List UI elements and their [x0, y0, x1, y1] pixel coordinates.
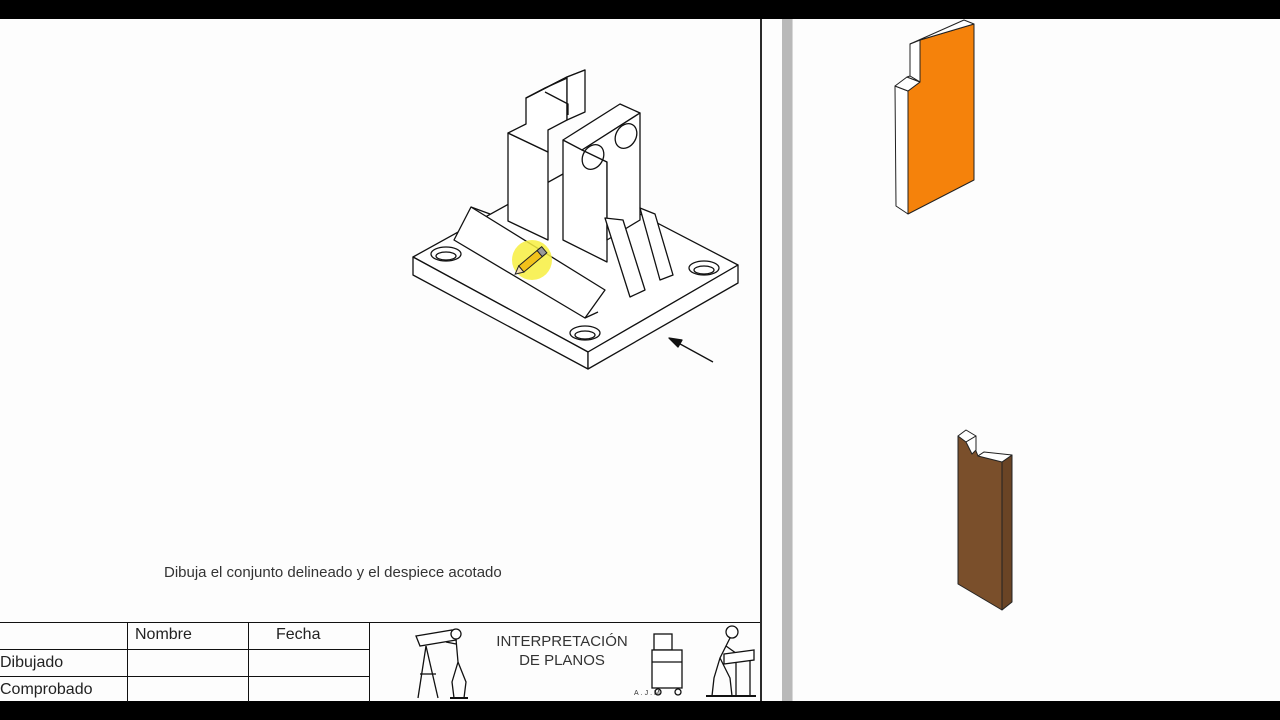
- base-plate-right-face: [587, 264, 739, 370]
- orange-part-side: [894, 85, 909, 215]
- orange-part: [894, 19, 975, 215]
- title-line-1: INTERPRETACIÓN: [496, 633, 628, 650]
- instruction-text: Dibuja el conjunto delineado y el despie…: [164, 564, 502, 581]
- row-drawn-label: Dibujado: [0, 654, 64, 671]
- rib: [604, 217, 646, 298]
- brown-part-notch: [965, 435, 977, 455]
- brown-part-top-right: [977, 451, 1013, 463]
- orange-part-notch: [906, 75, 921, 83]
- brown-part-front: [957, 435, 1003, 611]
- draftsman-illustration: [415, 628, 468, 699]
- top-letterbox: [0, 0, 1280, 19]
- bottom-letterbox: [0, 701, 1280, 720]
- plate-hole: [430, 246, 462, 262]
- title-line-2: DE PLANOS: [519, 652, 605, 669]
- upright-hole: [614, 123, 638, 149]
- orange-part-step-top: [909, 19, 975, 45]
- upright-hole: [581, 144, 605, 170]
- view-arrow-head: [668, 337, 683, 348]
- brown-part: [957, 429, 1013, 611]
- plate-hole: [688, 260, 720, 276]
- brown-part-side: [1001, 454, 1013, 611]
- title-block: Nombre Fecha Dibujado Comprobado INTERPR…: [0, 622, 761, 702]
- plate-hole: [574, 330, 596, 340]
- plate-hole: [693, 265, 715, 275]
- back-upright-side: [566, 69, 586, 121]
- isometric-assembly-drawing: [412, 69, 739, 370]
- col-date-header: Fecha: [276, 626, 321, 643]
- plate-hole: [435, 251, 457, 261]
- col-name-header: Nombre: [135, 626, 192, 643]
- plate-hole: [569, 325, 601, 341]
- orange-part-step-side: [909, 39, 921, 83]
- machinist-illustration: [651, 625, 756, 697]
- panel-divider[interactable]: [782, 19, 792, 701]
- pencil-cursor-icon: [512, 240, 552, 280]
- rib: [639, 207, 674, 281]
- panel-divider-edge: [792, 19, 793, 701]
- drawing-sheet-border: [760, 19, 762, 701]
- row-checked-label: Comprobado: [0, 681, 93, 698]
- author-initials: A.J.M: [634, 690, 662, 697]
